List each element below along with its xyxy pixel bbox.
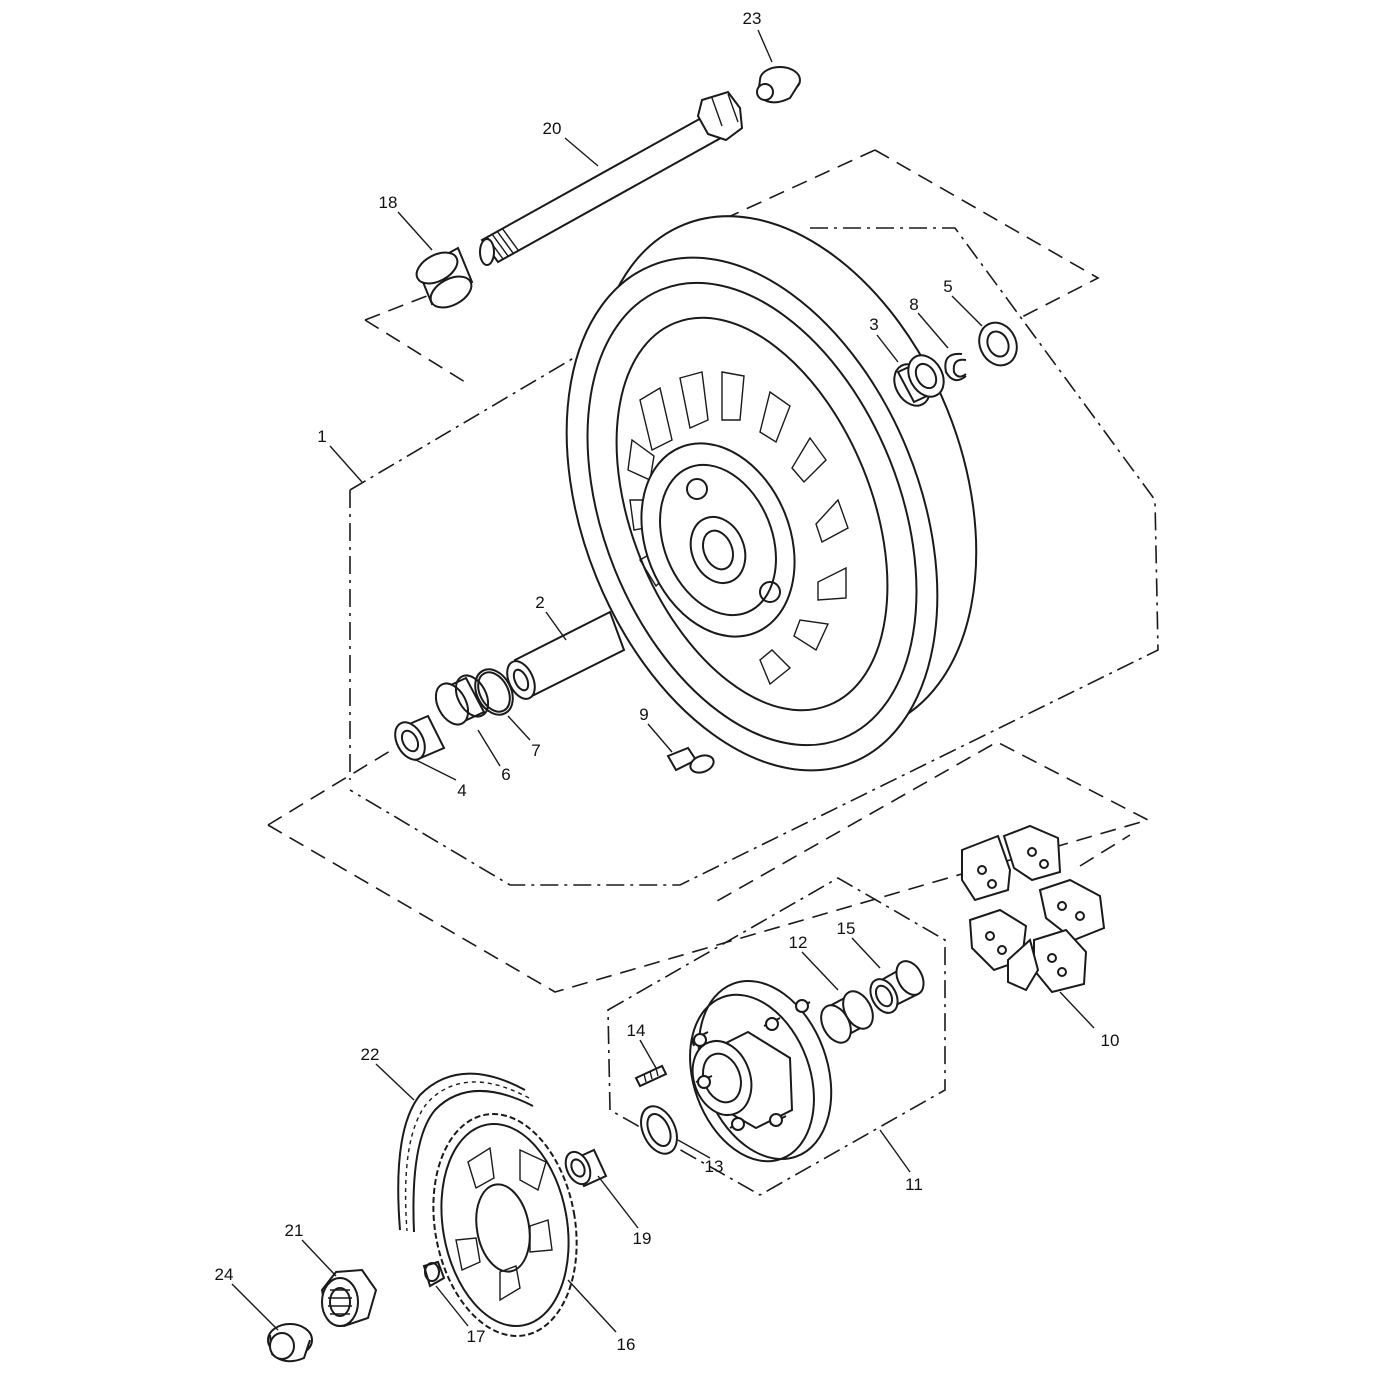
label-part-10: 10 (1101, 1031, 1120, 1050)
part-6-ring (434, 674, 490, 726)
label-part-17: 17 (467, 1327, 486, 1346)
part-22-chain (397, 1072, 534, 1233)
lower-dashed-outline (267, 741, 1151, 993)
part-23-axle-cap (756, 66, 801, 104)
part-17-nut (422, 1260, 446, 1288)
carrier-dashdot-outline (607, 877, 946, 1196)
label-part-6: 6 (501, 765, 510, 784)
leader-lines (231, 29, 1095, 1333)
label-part-13: 13 (705, 1157, 724, 1176)
part-9-valve (666, 746, 715, 774)
part-15-collar (869, 960, 925, 1014)
label-part-16: 16 (617, 1335, 636, 1354)
label-part-3: 3 (869, 315, 878, 334)
carrier-studs (691, 999, 811, 1131)
part-labels: 23 20 18 1 3 8 5 2 9 7 6 4 10 11 12 15 1… (215, 9, 1120, 1354)
label-part-4: 4 (457, 781, 466, 800)
part-18-collar (415, 246, 474, 309)
label-part-1: 1 (317, 427, 326, 446)
part-1-wheel (565, 215, 978, 772)
label-part-7: 7 (531, 741, 540, 760)
label-part-8: 8 (909, 295, 918, 314)
part-20-axle (479, 90, 744, 266)
label-part-2: 2 (535, 593, 544, 612)
part-2-spacer-tube (506, 610, 626, 700)
label-part-22: 22 (361, 1045, 380, 1064)
part-14-stud (634, 1064, 668, 1088)
boundary-lines (267, 149, 1159, 1196)
wheel-dashdot-outline (349, 227, 1159, 886)
part-11-sprocket-carrier (689, 979, 833, 1163)
label-part-23: 23 (743, 9, 762, 28)
part-5-seal (978, 321, 1018, 367)
part-13-seal (640, 1105, 678, 1155)
label-part-5: 5 (943, 277, 952, 296)
damper-dashed-link (1079, 834, 1131, 867)
part-16-sprocket (432, 1113, 578, 1337)
label-part-21: 21 (285, 1221, 304, 1240)
label-part-19: 19 (633, 1229, 652, 1248)
label-part-9: 9 (639, 705, 648, 724)
part-10-damper-rubbers (961, 824, 1106, 994)
part-7-o-ring (474, 668, 514, 716)
label-part-24: 24 (215, 1265, 234, 1284)
label-part-14: 14 (627, 1021, 646, 1040)
label-part-11: 11 (905, 1175, 923, 1194)
part-8-circlip (944, 352, 967, 382)
axle-group-dashed-outline (364, 149, 1100, 383)
part-21-axle-nut (320, 1268, 378, 1328)
part-12-bearing (820, 990, 874, 1044)
part-4-bearing (394, 714, 446, 762)
label-part-20: 20 (543, 119, 562, 138)
part-24-cap (267, 1323, 313, 1363)
label-part-15: 15 (837, 919, 856, 938)
label-part-18: 18 (379, 193, 398, 212)
label-part-12: 12 (789, 933, 808, 952)
part-3-bearing (893, 354, 945, 407)
part-19-bearing (564, 1148, 608, 1188)
